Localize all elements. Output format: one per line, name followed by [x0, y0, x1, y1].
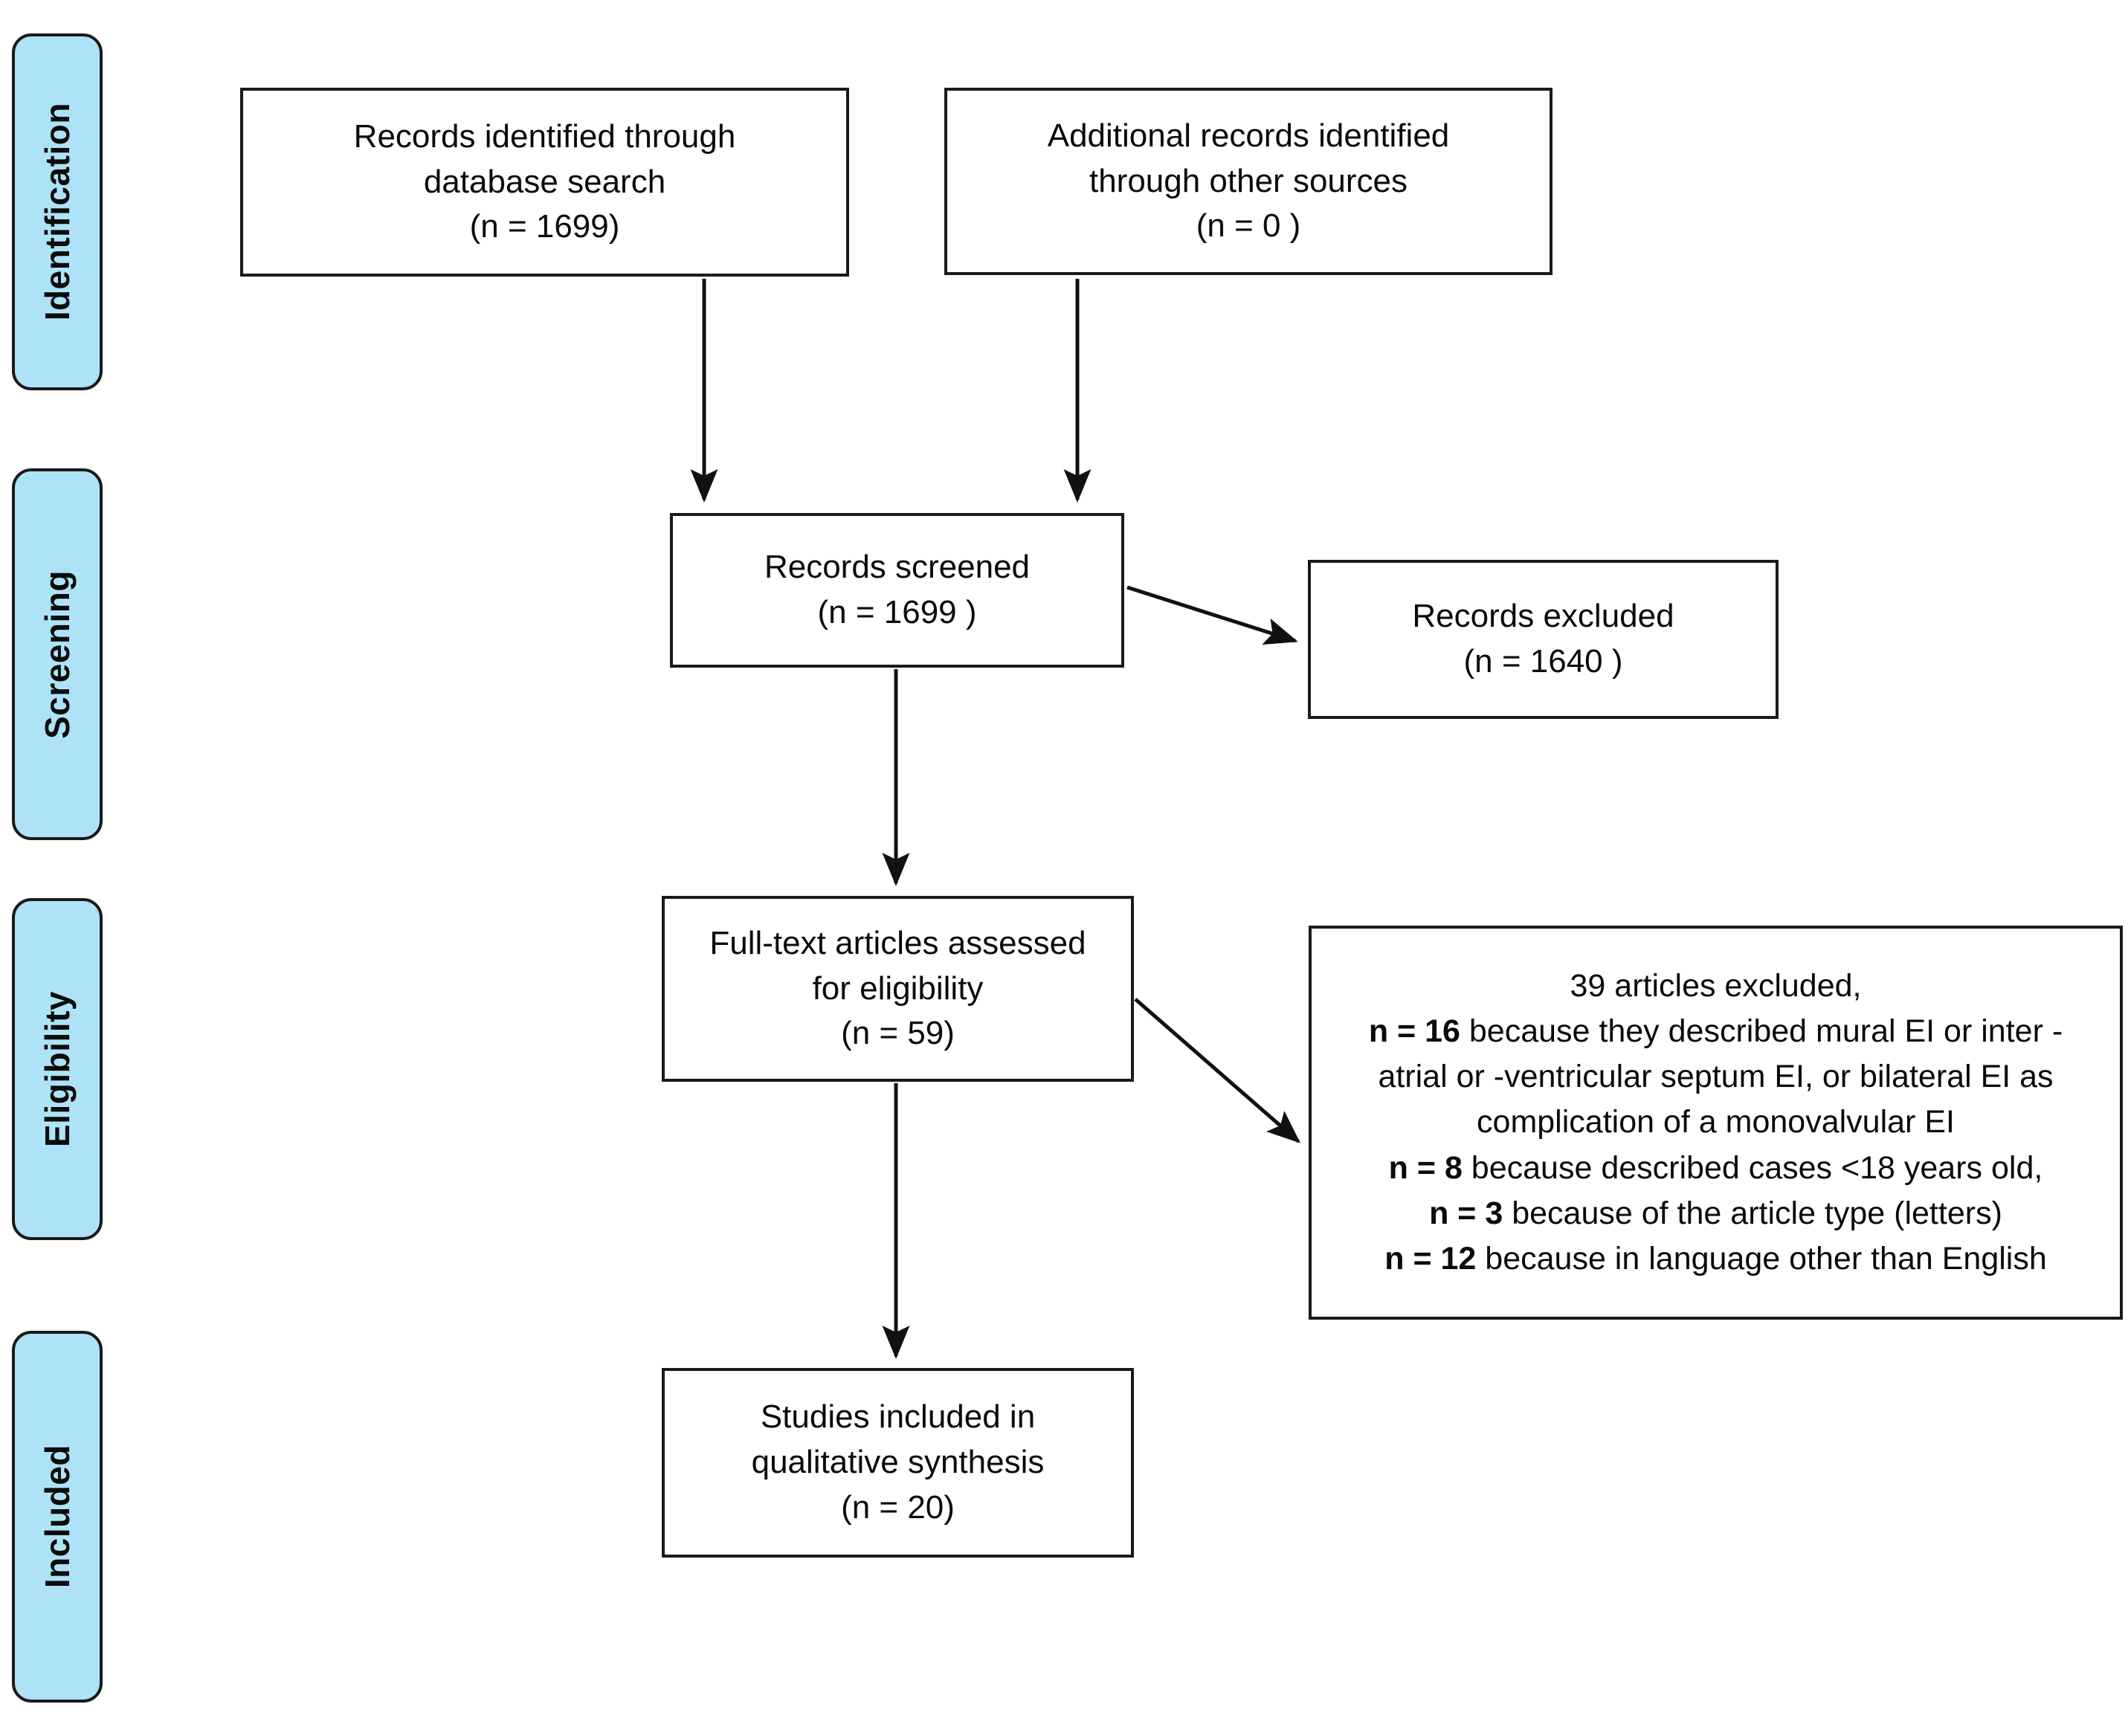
box-exclusion-reasons[interactable]: 39 articles excluded, n = 16 because the… — [1309, 926, 2123, 1320]
exclusion-reason-1-line-3: complication of a monovalvular EI — [1477, 1104, 1955, 1140]
exclusion-reason-4-n: n = 12 — [1384, 1240, 1477, 1277]
fulltext-assessed-line-2: for eligibility — [812, 969, 984, 1007]
box-records-identified-database[interactable]: Records identified through database sear… — [240, 88, 849, 277]
fulltext-assessed-count: (n = 59) — [841, 1015, 955, 1052]
exclusion-reason-4-line: n = 12 because in language other than En… — [1384, 1236, 2047, 1282]
records-excluded-count: (n = 1640 ) — [1463, 643, 1623, 680]
records-database-line-1: Records identified through — [353, 117, 736, 155]
arrow-fulltext-to-reasons — [1134, 998, 1301, 1143]
exclusion-reason-1-text-1: because they described mural EI or inter… — [1460, 1013, 2063, 1050]
box-records-excluded[interactable]: Records excluded (n = 1640 ) — [1308, 560, 1779, 719]
records-other-line-2: through other sources — [1089, 162, 1408, 199]
stage-tab-identification-label: Identification — [38, 103, 77, 321]
records-database-line-2: database search — [423, 163, 666, 200]
exclusion-reason-3-text: because of the article type (letters) — [1503, 1195, 2002, 1231]
exclusion-reason-4-text: because in language other than English — [1476, 1240, 2047, 1277]
exclusion-reason-2-n: n = 8 — [1388, 1149, 1463, 1186]
box-additional-records-other-sources[interactable]: Additional records identified through ot… — [944, 88, 1553, 275]
records-excluded-line-1: Records excluded — [1412, 598, 1674, 635]
exclusion-reason-1-n: n = 16 — [1368, 1013, 1460, 1050]
exclusion-reason-1-line-2: atrial or -ventricular septum EI, or bil… — [1378, 1059, 2054, 1095]
stage-tab-included[interactable]: Included — [12, 1331, 103, 1703]
fulltext-assessed-line-1: Full-text articles assessed — [709, 924, 1086, 961]
exclusion-reason-2-text: because described cases <18 years old, — [1462, 1149, 2043, 1186]
studies-included-count: (n = 20) — [841, 1488, 955, 1526]
stage-tab-screening-label: Screening — [38, 569, 77, 739]
arrow-screened-to-excluded — [1126, 585, 1298, 645]
studies-included-line-1: Studies included in — [760, 1398, 1036, 1436]
stage-tab-eligibility-label: Eligibility — [38, 991, 77, 1147]
records-screened-line-1: Records screened — [764, 549, 1031, 586]
exclusion-reasons-heading: 39 articles excluded, — [1570, 968, 1862, 1004]
exclusion-reason-3-line: n = 3 because of the article type (lette… — [1429, 1191, 2002, 1236]
records-database-count: (n = 1699) — [469, 208, 620, 245]
box-fulltext-assessed[interactable]: Full-text articles assessed for eligibil… — [662, 896, 1134, 1082]
studies-included-line-2: qualitative synthesis — [751, 1444, 1045, 1481]
exclusion-reason-2-line: n = 8 because described cases <18 years … — [1389, 1146, 2043, 1191]
exclusion-reason-1-line-1: n = 16 because they described mural EI o… — [1369, 1009, 2063, 1054]
records-screened-count: (n = 1699 ) — [817, 594, 977, 630]
box-records-screened[interactable]: Records screened (n = 1699 ) — [670, 513, 1124, 668]
records-other-line-1: Additional records identified — [1047, 117, 1450, 154]
stage-tab-eligibility[interactable]: Eligibility — [12, 898, 103, 1240]
stage-tab-screening[interactable]: Screening — [12, 468, 103, 840]
exclusion-reason-3-n: n = 3 — [1429, 1195, 1503, 1231]
stage-tab-included-label: Included — [38, 1445, 77, 1589]
records-other-count: (n = 0 ) — [1196, 207, 1301, 245]
box-studies-included[interactable]: Studies included in qualitative synthesi… — [662, 1368, 1134, 1558]
stage-tab-identification[interactable]: Identification — [12, 33, 103, 390]
